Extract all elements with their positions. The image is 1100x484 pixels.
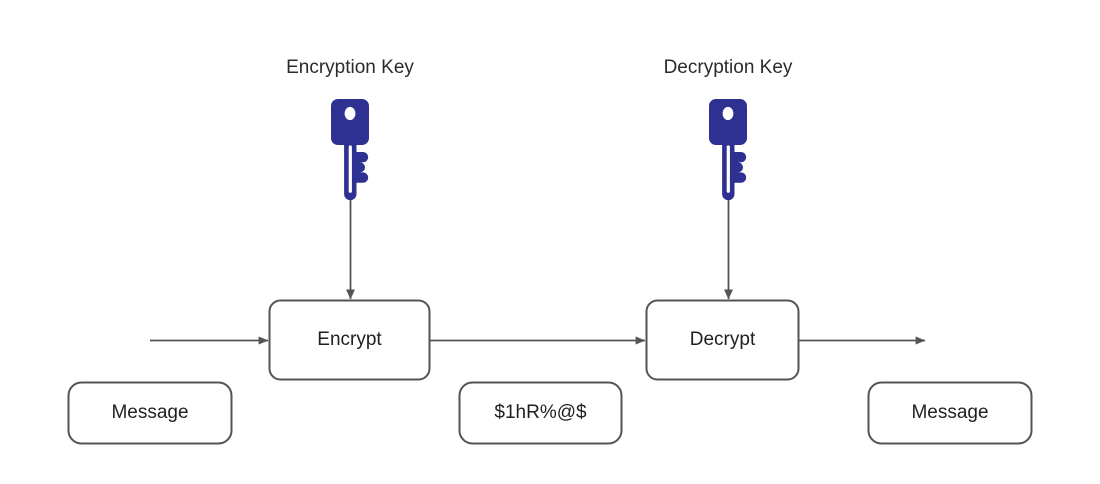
input-message-node-shape[interactable]	[67, 381, 233, 445]
output-message-node[interactable]	[868, 382, 1032, 444]
decryption-key-caption: Decryption Key	[628, 54, 828, 82]
encrypt-node-shape[interactable]	[268, 299, 431, 381]
decrypt-node[interactable]	[646, 300, 799, 380]
decryption-key-icon-target[interactable]	[707, 97, 751, 203]
encrypt-node[interactable]	[269, 300, 430, 380]
output-message-node-shape[interactable]	[867, 381, 1033, 445]
ciphertext-node-shape[interactable]	[458, 381, 623, 445]
ciphertext-node[interactable]	[459, 382, 622, 444]
encryption-key-icon-target[interactable]	[329, 97, 373, 203]
encryption-key-caption-text: Encryption Key	[286, 56, 414, 78]
decryption-key-caption-text: Decryption Key	[663, 56, 793, 78]
decrypt-node-shape[interactable]	[645, 299, 800, 381]
encryption-key-caption: Encryption Key	[250, 54, 450, 82]
input-message-node[interactable]	[68, 382, 232, 444]
